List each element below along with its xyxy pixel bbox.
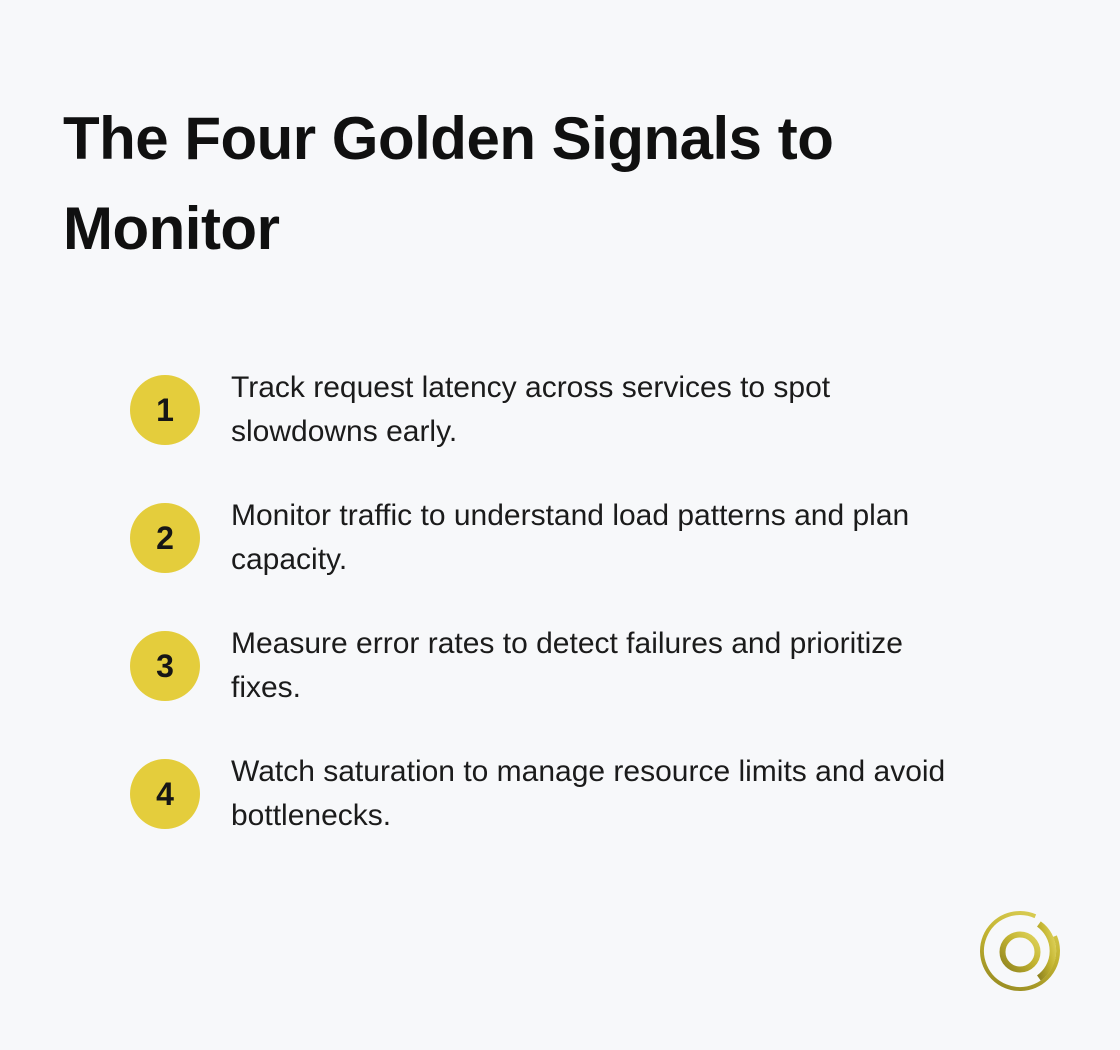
item-text-line: Measure error rates to detect failures a… <box>231 627 903 660</box>
list-item: 3 Measure error rates to detect failures… <box>130 622 1120 710</box>
item-text-line: Monitor traffic to understand load patte… <box>231 499 910 532</box>
item-text-line: Track request latency across services to… <box>231 371 831 404</box>
item-number-badge: 1 <box>130 375 200 445</box>
item-text: Watch saturation to manage resource limi… <box>231 750 945 838</box>
item-text: Measure error rates to detect failures a… <box>231 622 903 710</box>
item-number-badge: 3 <box>130 631 200 701</box>
item-text-line: capacity. <box>231 543 348 576</box>
item-text: Track request latency across services to… <box>231 366 830 454</box>
item-text-line: bottlenecks. <box>231 799 392 832</box>
page-title: The Four Golden Signals to Monitor <box>63 105 834 262</box>
item-number-badge: 4 <box>130 759 200 829</box>
item-text-line: Watch saturation to manage resource limi… <box>231 755 946 788</box>
list-item: 4 Watch saturation to manage resource li… <box>130 750 1120 838</box>
item-text-line: slowdowns early. <box>231 415 458 448</box>
list-item: 2 Monitor traffic to understand load pat… <box>130 494 1120 582</box>
signals-list: 1 Track request latency across services … <box>130 366 1120 838</box>
item-number-badge: 2 <box>130 503 200 573</box>
list-item: 1 Track request latency across services … <box>130 366 1120 454</box>
item-text: Monitor traffic to understand load patte… <box>231 494 909 582</box>
cq-monogram-logo-icon <box>978 909 1062 993</box>
item-text-line: fixes. <box>231 671 302 704</box>
